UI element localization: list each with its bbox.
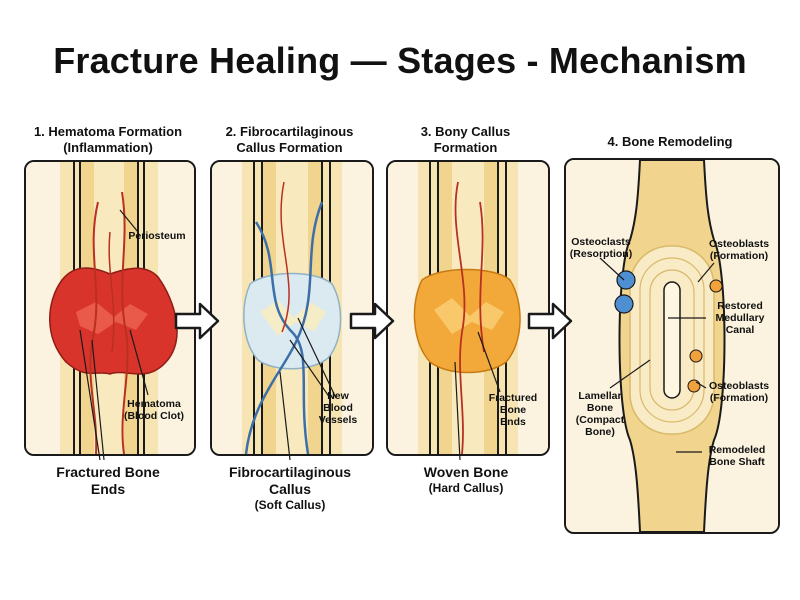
stage-1-caption-line1: Fractured Bone (56, 464, 160, 480)
label-vessels-line2: Blood (323, 402, 353, 414)
label-osteoclasts: Osteoclasts (Resorption) (566, 236, 636, 260)
stage-3-title: 3. Bony Callus Formation (383, 124, 548, 156)
stage-4-title-line1: 4. Bone Remodeling (607, 134, 733, 149)
stage-4-title: 4. Bone Remodeling (562, 134, 778, 150)
label-lamellar-line4: Bone) (585, 426, 615, 438)
label-fractured-bone-ends: Fractured Bone Ends (484, 392, 542, 428)
label-osteoblasts-bottom-line2: (Formation) (709, 392, 769, 404)
label-ends-line2: Bone (499, 404, 527, 416)
stage-2-caption: Fibrocartilaginous Callus (Soft Callus) (200, 464, 380, 513)
label-canal-line3: Canal (725, 324, 755, 336)
stage-3-illustration (388, 162, 548, 454)
stage-3-caption-line2: (Hard Callus) (428, 481, 504, 495)
stage-4-illustration (566, 160, 778, 532)
stage-3-panel (386, 160, 550, 456)
lamella-ring (649, 269, 695, 411)
stage-1-title: 1. Hematoma Formation (Inflammation) (22, 124, 194, 156)
arrow-stage-2-to-3 (349, 302, 395, 340)
stage-1-title-line2: (Inflammation) (63, 140, 153, 155)
label-shaft-line1: Remodeled (708, 444, 766, 456)
medullary-canal (663, 281, 681, 399)
stage-2-title: 2. Fibrocartilaginous Callus Formation (207, 124, 372, 156)
lamella-ring (639, 257, 705, 423)
stage-1-caption: Fractured Bone Ends (24, 464, 192, 498)
label-remodeled-shaft: Remodeled Bone Shaft (702, 444, 772, 468)
label-hematoma: Hematoma (Blood Clot) (120, 398, 188, 422)
label-medullary-canal: Restored Medullary Canal (708, 300, 772, 336)
label-ends-line1: Fractured (488, 392, 538, 404)
label-vessels-line3: Vessels (318, 414, 358, 426)
osteoclast-cell (614, 294, 634, 314)
label-hematoma-line2: (Blood Clot) (123, 410, 185, 422)
label-osteoblasts-bottom-line1: Osteoblasts (708, 380, 770, 392)
label-hematoma-line1: Hematoma (127, 398, 181, 410)
blood-vessel (280, 181, 290, 333)
stage-1-title-line1: 1. Hematoma Formation (33, 124, 183, 139)
stage-1-caption-line2: Ends (90, 481, 126, 497)
label-osteoclasts-line2: (Resorption) (569, 248, 633, 260)
label-osteoblasts-top: Osteoblasts (Formation) (704, 238, 774, 262)
blood-vessel (454, 181, 466, 454)
stage-2-title-line2: Callus Formation (236, 140, 343, 155)
stage-2-caption-line1: Fibrocartilaginous (228, 464, 352, 480)
label-new-blood-vessels: New Blood Vessels (310, 390, 366, 426)
arrow-stage-1-to-2 (174, 302, 220, 340)
arrow-stage-3-to-4 (527, 302, 573, 340)
label-osteoclasts-line1: Osteoclasts (571, 236, 631, 248)
stage-3-title-line1: 3. Bony Callus (420, 124, 511, 139)
label-osteoblasts-bottom: Osteoblasts (Formation) (704, 380, 774, 404)
osteoblast-cell (709, 279, 723, 293)
stage-2-caption-line3: (Soft Callus) (254, 498, 326, 512)
label-canal-line2: Medullary (715, 312, 765, 324)
label-osteoblasts-top-line1: Osteoblasts (708, 238, 770, 250)
stage-3-title-line2: Formation (433, 140, 498, 155)
osteoblast-cell (689, 349, 703, 363)
osteoblast-cell (687, 379, 701, 393)
label-ends-line3: Ends (500, 416, 526, 428)
stage-2-caption-line2: Callus (268, 481, 311, 497)
stage-2-panel (210, 160, 374, 456)
label-osteoblasts-top-line2: (Formation) (709, 250, 769, 262)
label-shaft-line2: Bone Shaft (709, 456, 765, 468)
stage-4-panel (564, 158, 780, 534)
label-lamellar-line1: Lamellar (578, 390, 622, 402)
stage-2-title-line1: 2. Fibrocartilaginous (225, 124, 354, 139)
label-periosteum-text: Periosteum (128, 230, 186, 242)
stage-3-caption: Woven Bone (Hard Callus) (386, 464, 546, 496)
label-lamellar-bone: Lamellar Bone (Compact Bone) (570, 390, 630, 438)
osteoclast-cell (616, 270, 636, 290)
fracture-gap (434, 298, 504, 334)
label-vessels-line1: New (327, 390, 349, 402)
stage-3-caption-line1: Woven Bone (423, 464, 509, 480)
main-title: Fracture Healing — Stages - Mechanism (53, 40, 747, 81)
label-lamellar-line3: (Compact (575, 414, 625, 426)
blood-vessel (121, 191, 129, 454)
label-lamellar-line2: Bone (586, 402, 614, 414)
label-periosteum: Periosteum (126, 230, 188, 242)
label-canal-line1: Restored (717, 300, 763, 312)
new-blood-vessel (254, 221, 310, 454)
blood-vessel (108, 231, 115, 353)
